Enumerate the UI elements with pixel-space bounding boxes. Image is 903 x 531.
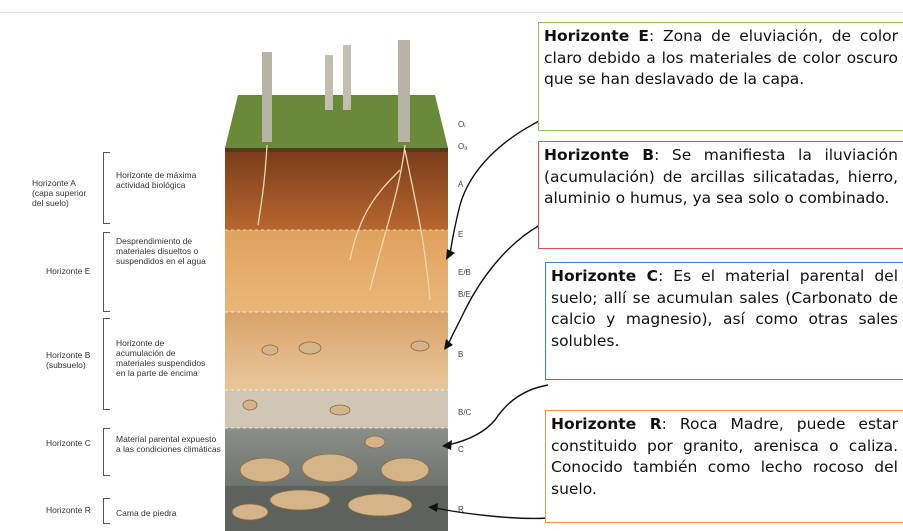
horizon-b-description: Horizonte de acumulación de materiales s… xyxy=(116,338,206,378)
grass-top xyxy=(225,95,448,148)
layer-label-oi: Oᵢ xyxy=(458,120,466,129)
layer-label-r: R xyxy=(458,505,464,514)
horizon-r-box-text: : Roca Madre, puede estar constituido po… xyxy=(551,415,898,498)
horizon-a-label: Horizonte A (capa superior del suelo) xyxy=(32,178,87,208)
horizon-a-description: Horizonte de máxima actividad biológica xyxy=(116,170,197,190)
arrow-b xyxy=(447,224,541,346)
tree-trunk xyxy=(398,40,410,142)
bracket-r xyxy=(103,498,110,524)
bracket-b xyxy=(103,318,110,410)
horizon-r-box-title: Horizonte R xyxy=(551,415,662,433)
layer-label-c: C xyxy=(458,445,464,454)
horizon-e-box: Horizonte E: Zona de eluviación, de colo… xyxy=(538,22,903,131)
layer-label-bc: B/C xyxy=(458,408,472,417)
layer-e xyxy=(225,230,448,312)
arrow-r xyxy=(434,507,549,520)
horizon-e-label: Horizonte E xyxy=(46,266,91,276)
layer-b xyxy=(225,312,448,390)
horizon-c-label: Horizonte C xyxy=(46,438,91,448)
layer-label-eb: E/B xyxy=(458,268,471,277)
horizon-r-description: Cama de piedra xyxy=(116,508,177,518)
horizon-e-box-text: : Zona de eluviación, de color claro deb… xyxy=(544,27,898,88)
arrow-c xyxy=(447,384,549,446)
horizon-b-box: Horizonte B: Se manifiesta la iluviación… xyxy=(538,141,903,249)
horizon-e-description: Desprendimiento de materiales disueltos … xyxy=(116,236,206,266)
horizon-e-box-title: Horizonte E xyxy=(544,27,650,45)
tree-trunk xyxy=(343,45,351,110)
horizon-b-label: Horizonte B (subsuelo) xyxy=(46,350,91,370)
arrow-e xyxy=(449,117,546,256)
horizon-r-label: Horizonte R xyxy=(46,505,91,515)
horizon-c-box-title: Horizonte C xyxy=(551,267,659,285)
bracket-e xyxy=(103,232,110,312)
horizon-b-box-title: Horizonte B xyxy=(544,146,655,164)
tree-trunk xyxy=(262,52,272,142)
horizon-c-description: Material parental expuesto a las condici… xyxy=(116,434,221,454)
horizon-c-box-text: : Es el material parental del suelo; all… xyxy=(551,267,898,350)
top-divider xyxy=(0,12,903,13)
layer-label-a: A xyxy=(458,180,464,189)
layer-label-oa: Oₐ xyxy=(458,142,468,151)
tree-trunk xyxy=(325,55,333,110)
bracket-c xyxy=(103,428,110,476)
layer-label-b: B xyxy=(458,350,464,359)
horizon-c-box: Horizonte C: Es el material parental del… xyxy=(545,262,903,380)
layer-label-be: B/E xyxy=(458,290,471,299)
horizon-b-box-text: : Se manifiesta la iluviación (acumulaci… xyxy=(544,146,898,207)
layer-label-e: E xyxy=(458,230,464,239)
bracket-a xyxy=(103,152,110,224)
horizon-r-box: Horizonte R: Roca Madre, puede estar con… xyxy=(545,410,903,523)
